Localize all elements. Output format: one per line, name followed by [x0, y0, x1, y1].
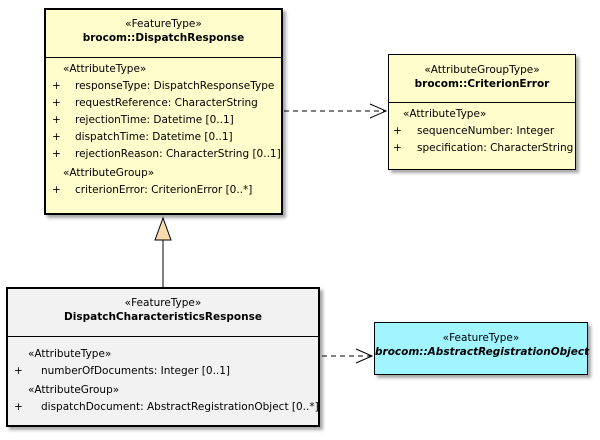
attribute-row[interactable]: + dispatchTime: Datetime [0..1] — [52, 129, 277, 146]
attribute-row[interactable]: + dispatchDocument: AbstractRegistrationO… — [14, 399, 319, 416]
attribute-row[interactable]: + criterionError: CriterionError [0..*] — [52, 182, 277, 199]
class-stereotype: «FeatureType» — [125, 18, 202, 30]
class-name: DispatchCharacteristicsResponse — [64, 311, 262, 323]
visibility-marker: + — [52, 97, 61, 109]
class-abstract-registration-object[interactable]: «FeatureType»brocom::AbstractRegistratio… — [374, 322, 590, 375]
attribute-text: dispatchTime: Datetime [0..1] — [75, 131, 233, 143]
visibility-marker: + — [14, 365, 23, 377]
visibility-marker: + — [14, 401, 23, 413]
attribute-text: rejectionReason: CharacterString [0..1] — [75, 148, 281, 160]
class-attributes: «AttributeType»+responseType: DispatchRe… — [46, 58, 281, 199]
dependency-arrowhead-criterion-error — [369, 103, 388, 119]
visibility-marker: + — [393, 125, 402, 137]
attribute-row[interactable]: + rejectionTime: Datetime [0..1] — [52, 112, 277, 129]
attribute-group-label: «AttributeType» — [63, 63, 147, 75]
attribute-group-label: «AttributeType» — [28, 348, 112, 360]
attribute-group-label: «AttributeType» — [403, 108, 487, 120]
attribute-text: responseType: DispatchResponseType — [75, 80, 275, 92]
attribute-text: criterionError: CriterionError [0..*] — [75, 184, 253, 196]
attribute-row[interactable]: + numberOfDocuments: Integer [0..1] — [14, 363, 314, 380]
class-attributes: «AttributeType»+sequenceNumber: Integer+… — [389, 103, 575, 157]
visibility-marker: + — [52, 80, 61, 92]
visibility-marker: + — [52, 114, 61, 126]
visibility-marker: + — [52, 131, 61, 143]
attribute-row[interactable]: + responseType: DispatchResponseType — [52, 78, 277, 95]
class-stereotype: «FeatureType» — [124, 297, 202, 309]
attribute-row[interactable]: + requestReference: CharacterString — [52, 95, 277, 112]
attribute-row[interactable]: + specification: CharacterString — [393, 140, 574, 157]
attribute-group-label: «AttributeGroup» — [28, 384, 120, 396]
attribute-text: sequenceNumber: Integer — [417, 125, 555, 137]
class-header: «FeatureType» DispatchCharacteristicsResp… — [8, 289, 318, 337]
class-header: «AttributeGroupType»brocom::CriterionErr… — [389, 55, 575, 103]
attribute-group-label: «AttributeGroup» — [63, 167, 155, 179]
class-criterion-error[interactable]: «AttributeGroupType»brocom::CriterionErr… — [388, 54, 576, 170]
visibility-marker: + — [393, 142, 402, 154]
generalization-arrowhead — [154, 216, 172, 241]
attribute-row[interactable]: + rejectionReason: CharacterString [0..1] — [52, 146, 281, 163]
class-dispatch-response[interactable]: «FeatureType»brocom::DispatchResponse«At… — [44, 8, 283, 215]
class-name: brocom::CriterionError — [414, 78, 550, 90]
attribute-row[interactable]: + sequenceNumber: Integer — [393, 123, 571, 140]
attribute-text: numberOfDocuments: Integer [0..1] — [41, 365, 231, 377]
visibility-marker: + — [52, 184, 61, 196]
class-stereotype: «AttributeGroupType» — [424, 64, 540, 76]
attribute-text: specification: CharacterString — [417, 142, 574, 154]
attribute-text: rejectionTime: Datetime [0..1] — [75, 114, 234, 126]
class-header: «FeatureType»brocom::DispatchResponse — [46, 10, 281, 58]
class-stereotype: «FeatureType» — [442, 332, 520, 344]
attribute-text: dispatchDocument: AbstractRegistrationOb… — [41, 401, 319, 413]
class-dispatch-characteristics-response[interactable]: «FeatureType» DispatchCharacteristicsResp… — [6, 287, 320, 427]
class-name: brocom::DispatchResponse — [82, 32, 245, 44]
visibility-marker: + — [52, 148, 61, 160]
class-header: «FeatureType»brocom::AbstractRegistratio… — [375, 323, 590, 359]
dependency-arrowhead-abstract-registration — [355, 348, 374, 364]
class-attributes: «AttributeType» + numberOfDocuments: Integ… — [8, 337, 319, 416]
class-name: brocom::AbstractRegistrationObject — [375, 346, 590, 358]
attribute-text: requestReference: CharacterString — [75, 97, 258, 109]
